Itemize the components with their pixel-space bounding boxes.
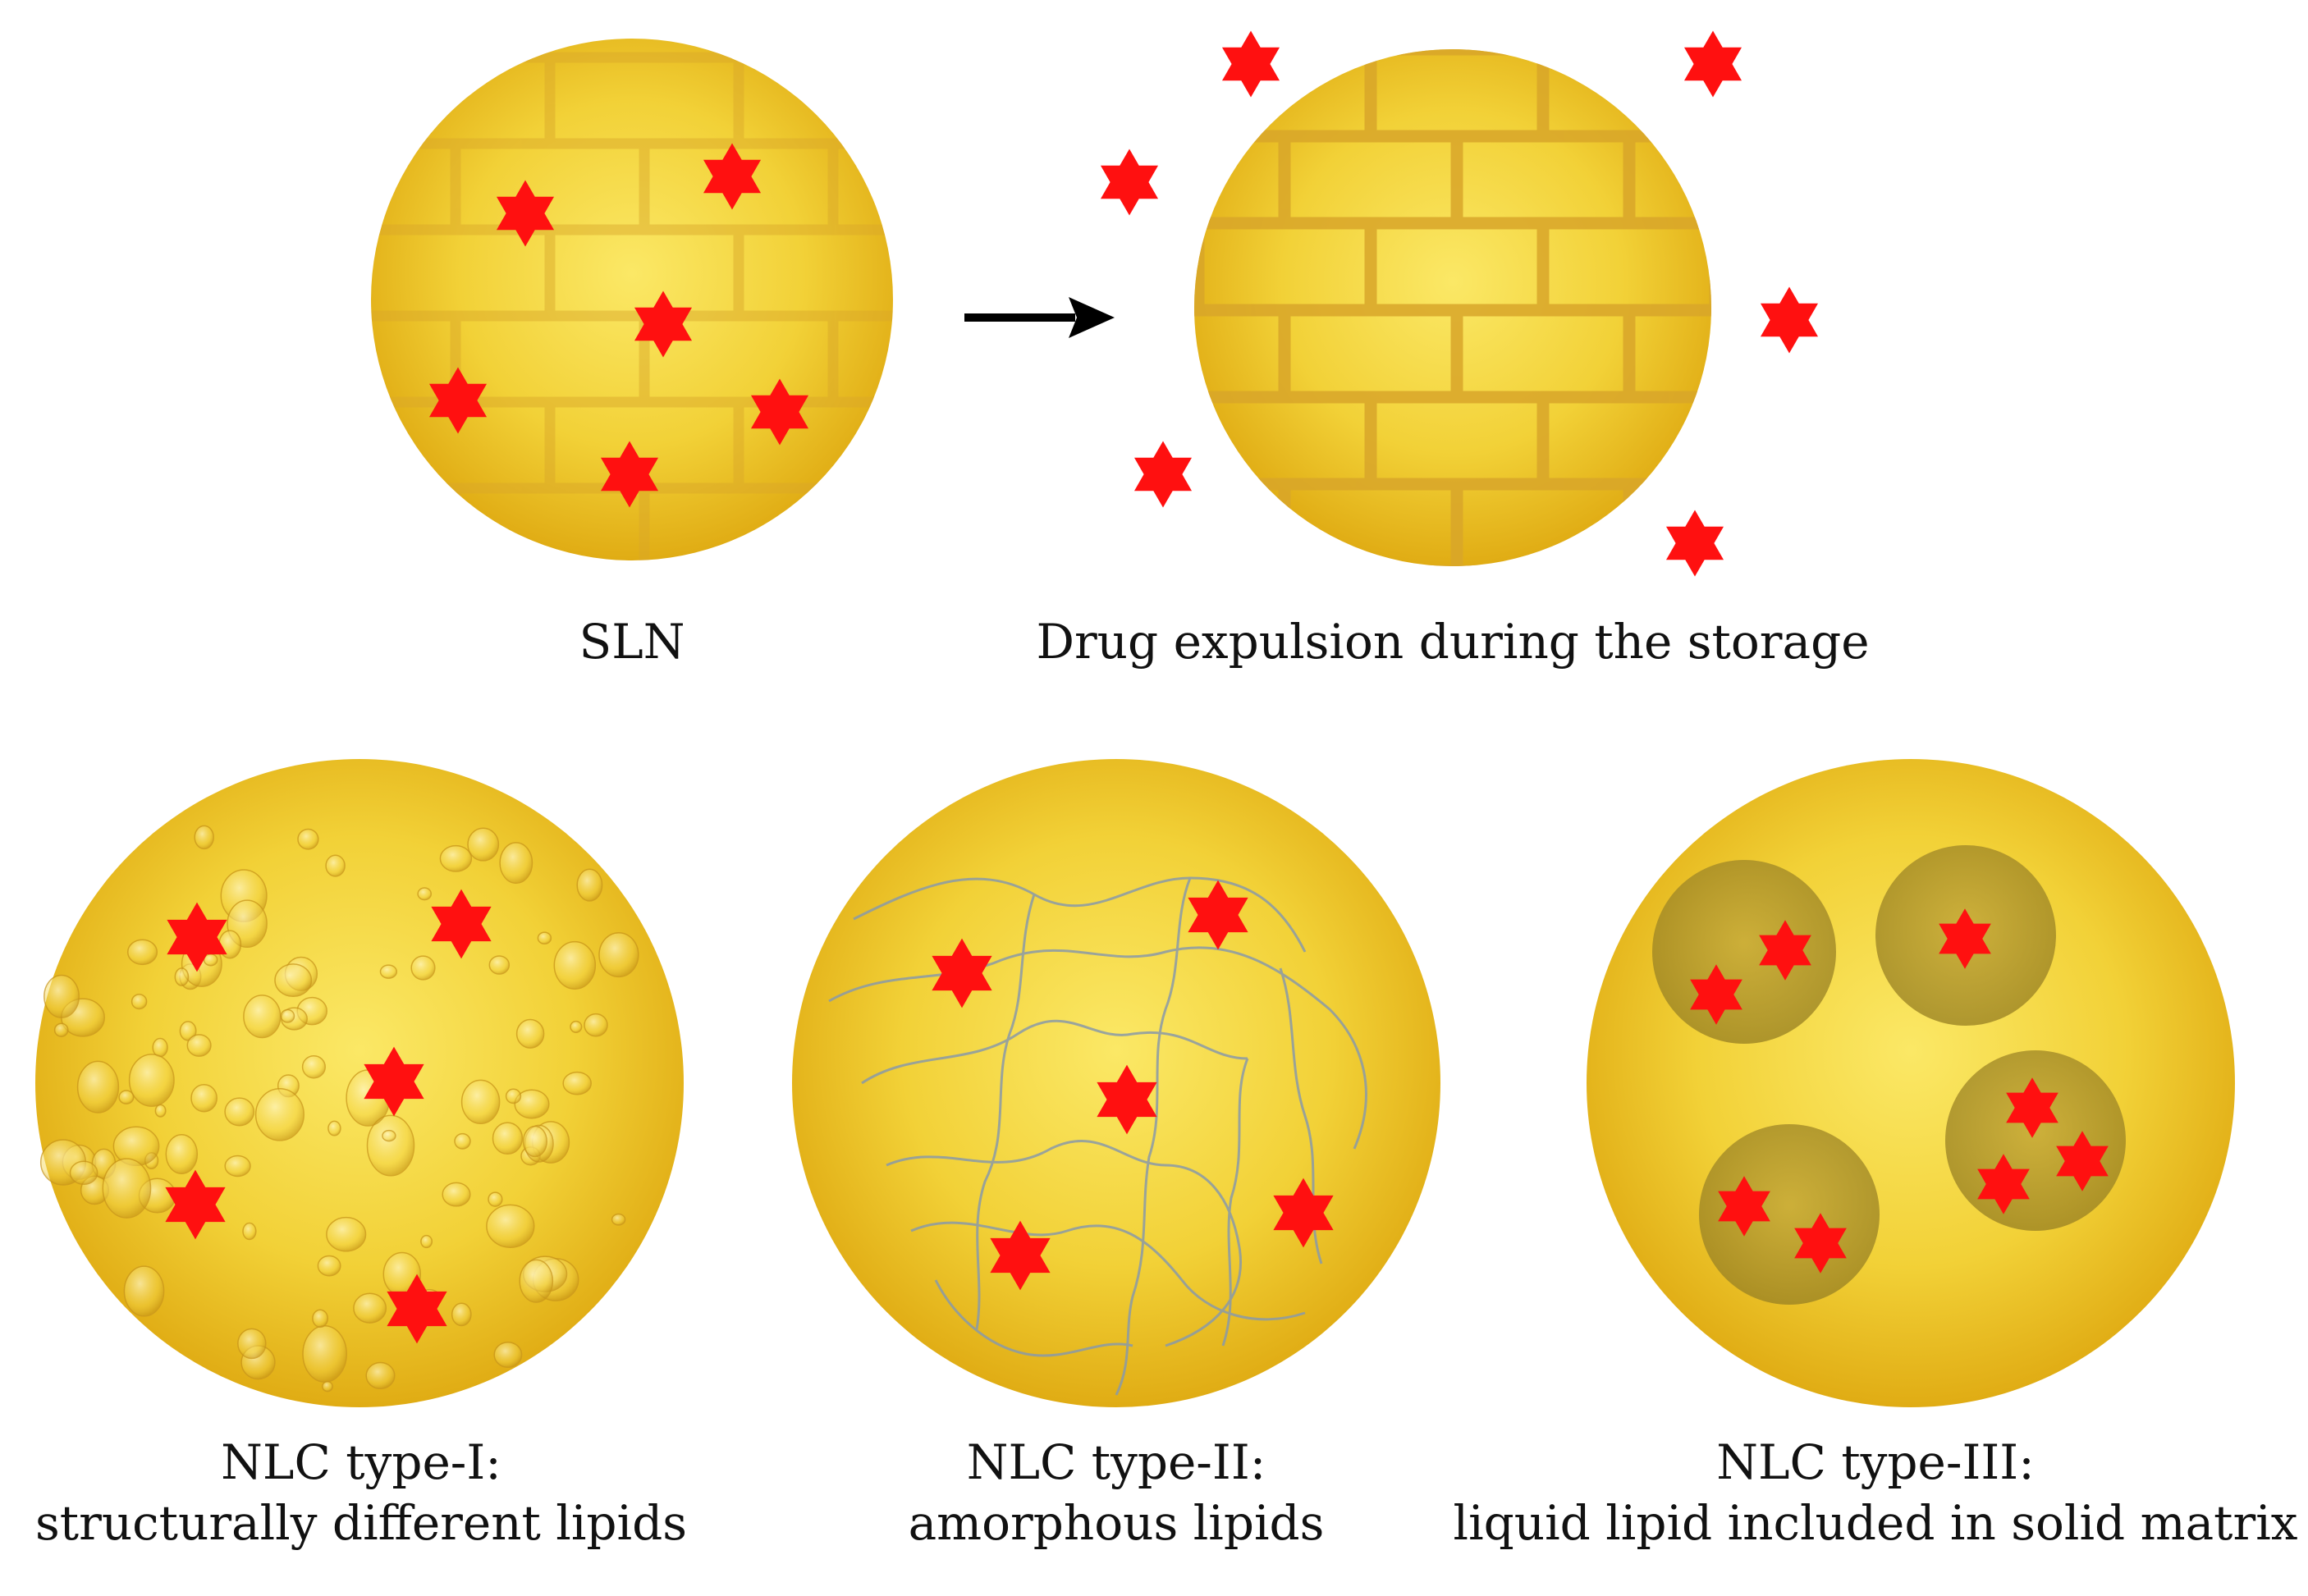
lipid-droplet	[439, 844, 473, 872]
lipid-droplet	[190, 1083, 218, 1113]
lipid-droplet	[519, 1259, 554, 1303]
lipid-droplet	[382, 1129, 396, 1142]
lipid-droplet	[515, 1018, 545, 1049]
lipid-droplet	[102, 1158, 152, 1219]
caption-nlc-type-i-title: NLC type-I:	[221, 1434, 501, 1490]
caption-nlc-type-iii: NLC type-III: liquid lipid included in s…	[1453, 1432, 2298, 1553]
lipid-droplet	[505, 1088, 522, 1104]
lipid-droplet	[562, 1071, 592, 1095]
lipid-droplet	[584, 1013, 608, 1037]
liquid-lipid-droplet	[1652, 860, 1836, 1044]
lipid-droplet	[488, 1191, 503, 1207]
caption-nlc-type-ii: NLC type-II: amorphous lipids	[821, 1432, 1412, 1553]
nlc-type-i-particle	[35, 759, 684, 1407]
lipid-droplet	[76, 1060, 120, 1114]
lipid-droplet	[123, 1265, 165, 1317]
lipid-droplet	[126, 939, 158, 966]
caption-nlc-type-iii-title: NLC type-III:	[1716, 1434, 2035, 1490]
right-arrow-icon	[964, 297, 1115, 338]
lipid-droplet	[611, 1213, 626, 1226]
caption-nlc-type-ii-title: NLC type-II:	[966, 1434, 1266, 1490]
lipid-droplet	[118, 1090, 135, 1104]
lipid-droplet	[280, 1008, 295, 1023]
lipid-droplet	[322, 1380, 333, 1392]
lipid-droplet	[237, 1328, 267, 1360]
lipid-droplet	[53, 1022, 69, 1037]
lipid-droplet	[492, 1122, 524, 1155]
lipid-droplet	[442, 1182, 471, 1207]
lipid-droplet	[353, 1292, 387, 1324]
lipid-droplet	[317, 1255, 341, 1277]
liquid-lipid-droplet	[1945, 1050, 2126, 1231]
lipid-droplet	[417, 887, 433, 901]
lipid-droplet	[224, 1097, 255, 1127]
lipid-droplet	[194, 825, 214, 850]
six-pointed-star-icon	[1133, 441, 1193, 508]
lipid-droplet	[131, 993, 148, 1010]
nlc-type-iii-particle	[1587, 759, 2235, 1407]
lipid-droplet	[327, 1120, 341, 1136]
lipid-droplet	[44, 974, 80, 1018]
lipid-droplet	[174, 967, 190, 986]
lipid-droplet	[553, 940, 597, 990]
caption-drug-expulsion: Drug expulsion during the storage	[1026, 611, 1880, 672]
caption-nlc-type-iii-subtitle: liquid lipid included in solid matrix	[1453, 1495, 2298, 1551]
lipid-droplet	[576, 868, 603, 902]
lipid-droplet	[69, 1160, 98, 1186]
lipid-droplet	[325, 854, 346, 877]
lipid-droplet	[379, 964, 398, 979]
lipid-droplet	[451, 1302, 472, 1327]
lipid-droplet	[537, 931, 552, 945]
lipid-droplet	[128, 1054, 175, 1107]
lipid-droplet	[467, 827, 500, 862]
lipid-droplet	[165, 1133, 199, 1175]
six-pointed-star-icon	[1100, 149, 1159, 216]
lipid-droplet	[522, 1125, 547, 1158]
caption-drug-expulsion-text: Drug expulsion during the storage	[1036, 614, 1870, 670]
lipid-droplet	[297, 828, 319, 850]
lipid-droplet	[154, 1104, 167, 1118]
lipid-droplet	[420, 1234, 433, 1249]
lipid-droplet	[514, 1089, 550, 1119]
lipid-droplet	[486, 1204, 535, 1248]
lipid-droplet	[254, 1087, 305, 1141]
caption-nlc-type-ii-subtitle: amorphous lipids	[908, 1495, 1325, 1551]
six-pointed-star-icon	[1760, 286, 1819, 354]
lipid-droplet	[410, 955, 436, 981]
lipid-droplet	[499, 842, 533, 885]
lipid-droplets	[39, 825, 639, 1392]
lipid-droplet	[242, 1222, 257, 1241]
lipid-droplet	[598, 932, 639, 978]
expelled-sln-particle	[1194, 49, 1711, 566]
caption-nlc-type-i-subtitle: structurally different lipids	[35, 1495, 687, 1551]
liquid-lipid-droplet	[1699, 1124, 1880, 1305]
six-pointed-star-icon	[1683, 30, 1742, 98]
lipid-droplet	[186, 1034, 212, 1057]
lipid-droplet	[224, 1155, 251, 1178]
amorphous-lipid-strands	[828, 876, 1367, 1396]
lipid-droplet	[460, 1079, 501, 1124]
caption-nlc-type-i: NLC type-I: structurally different lipid…	[16, 1432, 706, 1553]
lipid-droplet	[366, 1114, 415, 1177]
caption-sln-text: SLN	[579, 614, 685, 670]
six-pointed-star-icon	[1221, 30, 1280, 98]
lipid-droplet	[570, 1020, 583, 1033]
lipid-droplet	[243, 995, 282, 1039]
lipid-droplet	[312, 1309, 329, 1328]
lipid-droplet	[326, 1216, 367, 1252]
six-pointed-star-icon	[1665, 510, 1724, 577]
lipid-droplet	[274, 963, 313, 998]
lipid-droplet	[493, 1341, 523, 1369]
caption-sln: SLN	[460, 611, 804, 672]
sln-particle	[371, 39, 893, 560]
lipid-droplet	[152, 1037, 168, 1058]
lipid-droplet	[365, 1361, 396, 1390]
lipid-droplet	[488, 955, 511, 975]
lipid-droplet	[454, 1132, 471, 1150]
lipid-droplet	[302, 1325, 347, 1383]
lipid-droplet	[301, 1054, 326, 1079]
